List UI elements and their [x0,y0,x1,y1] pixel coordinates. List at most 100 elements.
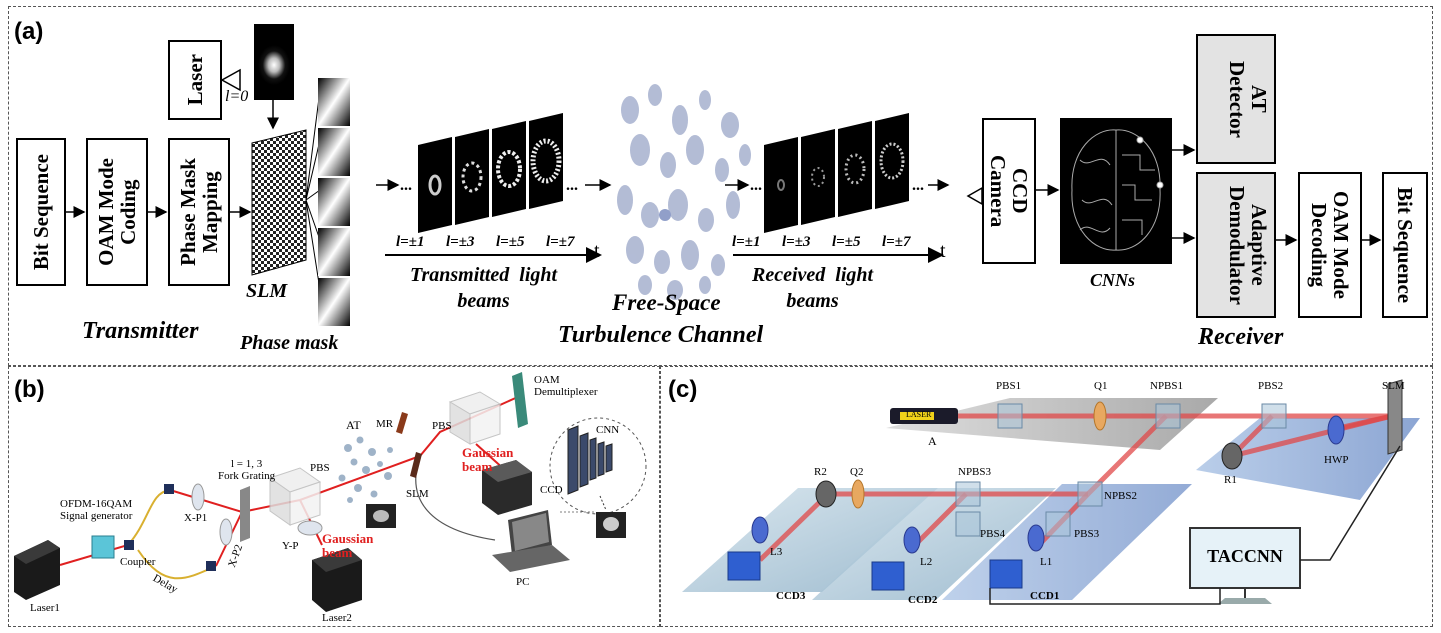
rx-l-label-7: l=±7 [882,234,911,250]
hwp-plate [1327,415,1345,445]
cnns-label: CNNs [1090,270,1136,290]
bit-sequence-input-box: Bit Sequence [16,138,66,286]
ccd-cameras-c [727,551,1023,591]
npbs2-label: NPBS2 [1104,490,1138,502]
r2-label: R2 [814,466,827,478]
oam-demux-plate [512,372,528,428]
mr-mirror [396,412,408,434]
r2-mirror [815,480,837,508]
q2-plate [851,479,865,509]
laser1-device [14,540,60,600]
rx-l-label-1: l=±1 [732,234,761,250]
npbs1-label: NPBS1 [1150,380,1184,392]
ofdm-generator [91,535,115,559]
slm-b-label: SLM [406,488,429,500]
laser-box: Laser [168,40,222,120]
xp2-polarizer [219,518,233,546]
adaptive-demodulator-box: Adaptive Demodulator [1196,172,1276,318]
ccd-camera-box: CCD Camera [982,118,1036,264]
fork-grating [240,486,250,542]
yp-label: Y-P [282,540,299,552]
turbulence-channel-label: Turbulence Channel [558,322,764,348]
pbs-b2-label: PBS [432,420,452,432]
svg-text:...: ... [566,177,578,194]
bit-sequence-output-box: Bit Sequence [1382,172,1428,318]
q1-label: Q1 [1094,380,1108,392]
l2-label: L2 [920,556,933,568]
panel-c-label: (c) [668,376,698,403]
oam-demux-label: OAM Demultiplexer [534,374,598,399]
ccd3-label: CCD3 [776,590,806,602]
r1-label: R1 [1224,474,1237,486]
tx-l-label-5: l=±5 [496,234,525,250]
receiver-label: Receiver [1198,324,1284,350]
slm-mirror-b [410,452,422,478]
phase-mask-label: Phase mask [240,332,339,354]
npbs3-label: NPBS3 [958,466,992,478]
panel-b [8,366,660,627]
gaussian-beam-2-label: Gaussian beam [462,445,514,475]
ccd-b-label: CCD [540,484,563,496]
q1-plate [1093,401,1107,431]
rx-l-label-3: l=±3 [782,234,811,250]
rx-l-label-5: l=±5 [832,234,861,250]
phase-mask-stack [318,78,350,326]
at-label: AT [346,418,361,432]
rx-beams-label: Received light beams [752,264,874,312]
tx-l-label-7: l=±7 [546,234,575,250]
pbs3-label: PBS3 [1074,528,1100,540]
plate-laser [886,398,1218,450]
rx-time-label: t [940,240,946,262]
pc-laptop [492,510,570,572]
laser-arrow [220,68,241,92]
transmitter-label: Transmitter [82,318,199,344]
phase-mask-mapping-box: Phase Mask Mapping [168,138,230,286]
at-particles [338,436,393,503]
cnn-label: CNN [596,424,620,436]
a-label: A [928,434,937,448]
pbs1-label: PBS1 [996,380,1022,392]
l3-label: L3 [770,546,783,558]
slm-device-c [1387,379,1403,455]
ofdm-label: OFDM-16QAM Signal generator [60,498,133,522]
optic-cubes [955,403,1287,537]
l1-lens [1027,524,1045,552]
tx-l-label-3: l=±3 [446,234,475,250]
cnn-zoom-circle [549,417,647,515]
taccnn-label: TACCNN [1207,546,1283,566]
pbs-cube-b2 [448,391,502,445]
svg-text:...: ... [400,177,412,194]
r1-mirror [1221,442,1243,470]
pbs4-label: PBS4 [980,528,1006,540]
free-space-label: Free-Space [612,290,721,315]
turbulence-pattern [617,84,751,300]
panel-c [660,366,1433,627]
ccd2-label: CCD2 [908,594,938,606]
l3-lens [751,516,769,544]
cnn-stack [567,425,613,495]
rx-beam-frames [764,113,909,233]
svg-text:...: ... [750,177,762,194]
xp1-polarizer [191,483,205,511]
pbs-cube-b1 [268,467,322,526]
panel-a [8,6,1433,366]
tx-time-label: t [594,240,600,262]
panel-b-label: (b) [14,376,45,403]
slm-grid [251,129,307,276]
l2-lens [903,526,921,554]
yp-polarizer [297,520,323,536]
slm-c-label: SLM [1382,380,1405,392]
oam-mode-coding-box: OAM Mode Coding [86,138,148,286]
xp1-label: X-P1 [184,512,208,524]
mr-label: MR [376,418,394,430]
pc-label: PC [516,576,530,588]
l1-label: L1 [1040,556,1053,568]
at-detector-box: AT Detector [1196,34,1276,164]
pbs2-label: PBS2 [1258,380,1284,392]
laser2-label: Laser2 [322,612,352,624]
ccd1-label: CCD1 [1030,590,1060,602]
oam-mode-decoding-box: OAM Mode Decoding [1298,172,1362,318]
tx-beams-label: Transmitted light beams [410,264,558,312]
